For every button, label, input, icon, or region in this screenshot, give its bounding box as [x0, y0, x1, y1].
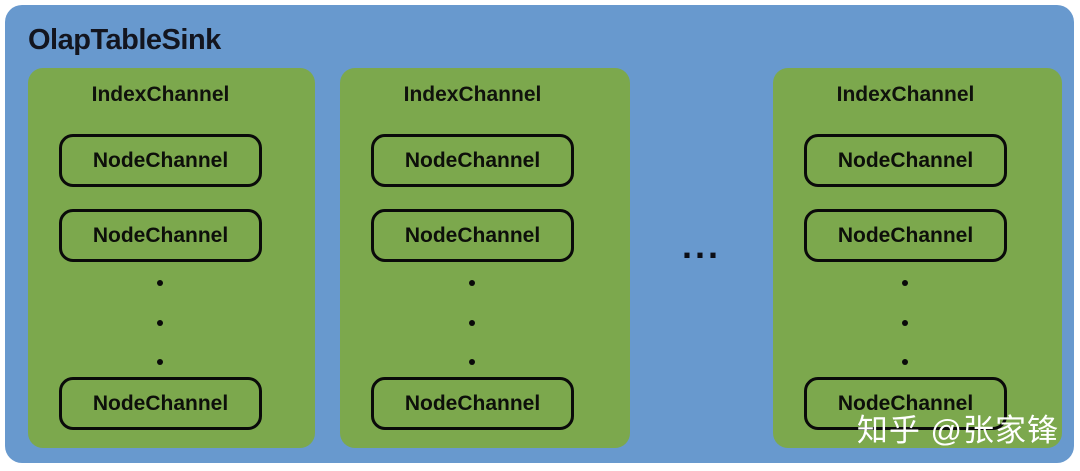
node-channel-box: NodeChannel [59, 209, 262, 262]
node-channel-box: NodeChannel [804, 134, 1007, 187]
vertical-ellipsis [804, 275, 1007, 369]
index-channel-n: IndexChannel NodeChannel NodeChannel Nod… [773, 68, 1062, 448]
zhihu-watermark: 知乎 @张家锋 [856, 413, 1059, 448]
dot [902, 359, 908, 365]
more-channels-ellipsis: ... [681, 225, 721, 266]
index-channel-label: IndexChannel [91, 83, 230, 106]
node-channel-box: NodeChannel [804, 377, 1007, 430]
node-channel-box: NodeChannel [59, 134, 262, 187]
dot [469, 359, 475, 365]
vertical-ellipsis [371, 275, 574, 369]
index-channel-label: IndexChannel [403, 83, 542, 106]
diagram-title: OlapTableSink [28, 24, 221, 56]
index-channel-label: IndexChannel [836, 83, 975, 106]
node-channel-box: NodeChannel [371, 377, 574, 430]
dot [157, 359, 163, 365]
dot [157, 320, 163, 326]
node-channel-box: NodeChannel [59, 377, 262, 430]
dot [157, 280, 163, 286]
dot [902, 320, 908, 326]
dot [469, 280, 475, 286]
dot [469, 320, 475, 326]
dot [902, 280, 908, 286]
node-channel-box: NodeChannel [804, 209, 1007, 262]
vertical-ellipsis [59, 275, 262, 369]
node-channel-box: NodeChannel [371, 134, 574, 187]
index-channel-1: IndexChannel NodeChannel NodeChannel Nod… [28, 68, 315, 448]
node-channel-box: NodeChannel [371, 209, 574, 262]
index-channel-2: IndexChannel NodeChannel NodeChannel Nod… [340, 68, 630, 448]
